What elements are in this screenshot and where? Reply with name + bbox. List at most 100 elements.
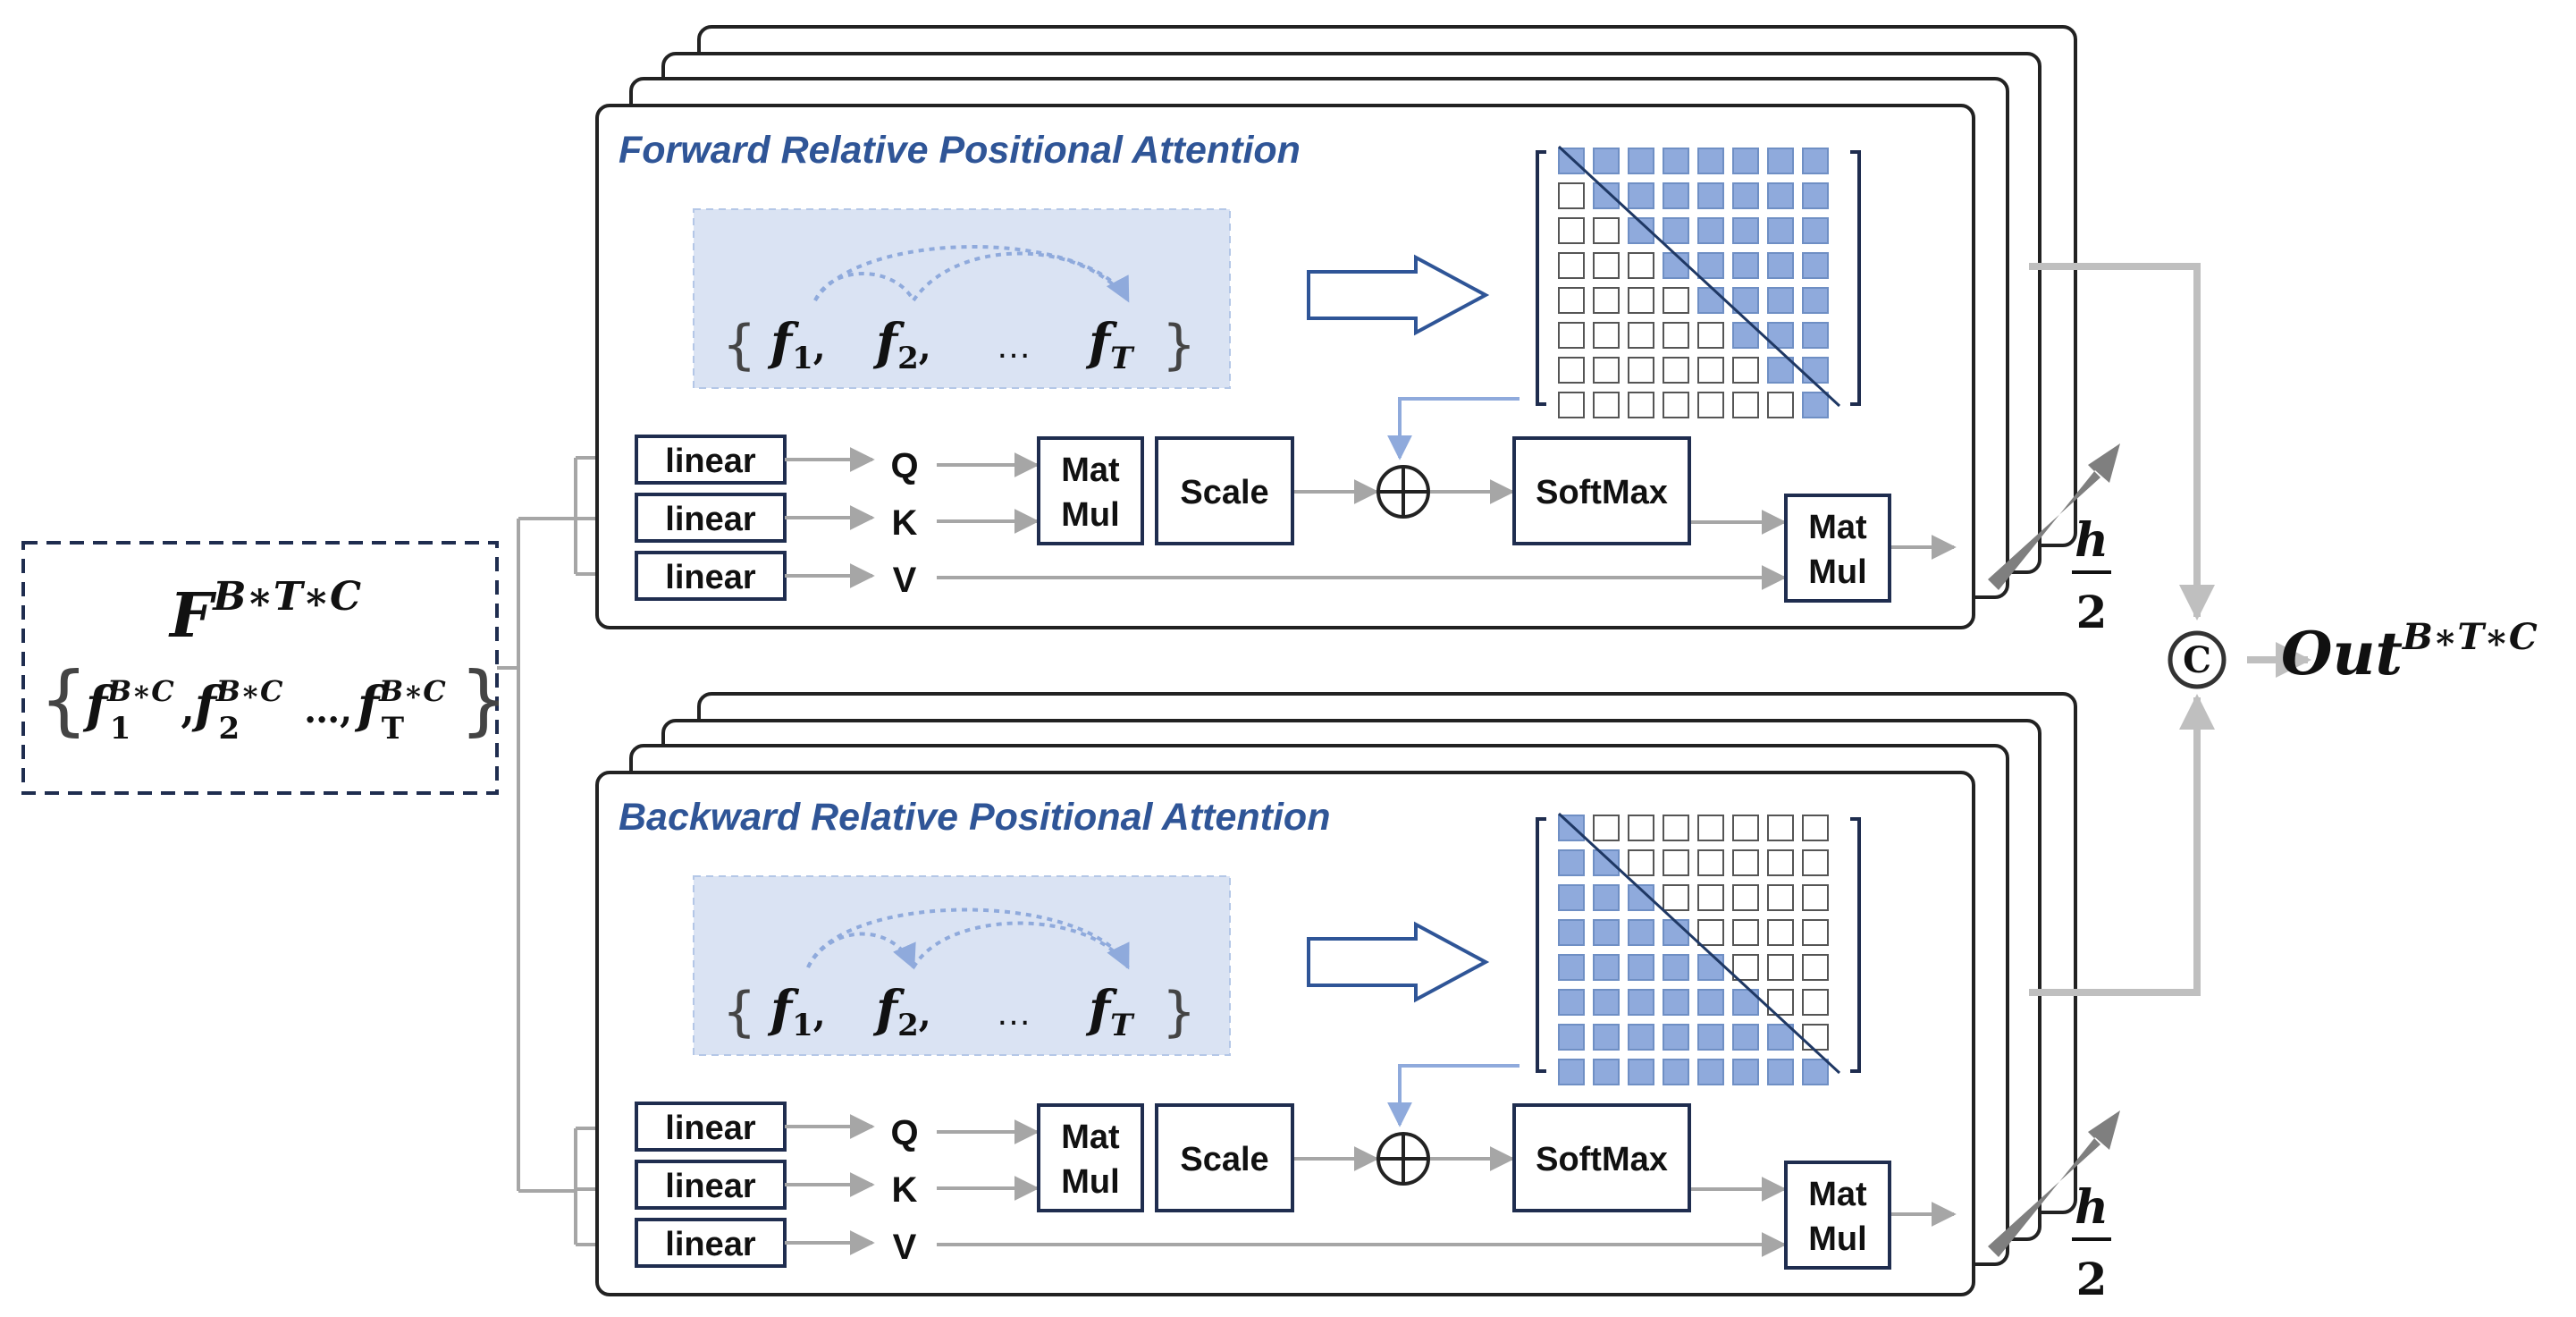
mask-cell-filled xyxy=(1558,815,1585,841)
matmul-box-2 xyxy=(1784,1161,1891,1270)
mask-cell-empty xyxy=(1767,392,1794,418)
mask-cell-filled xyxy=(1558,954,1585,981)
mask-cell-empty xyxy=(1593,287,1620,314)
mask-cell-filled xyxy=(1628,954,1654,981)
k-label: K xyxy=(892,1170,918,1210)
linear-label-q: linear xyxy=(665,1110,756,1147)
sequence-f2: f2, xyxy=(872,313,931,376)
mask-cell-empty xyxy=(1767,884,1794,911)
mask-cell-filled xyxy=(1558,148,1585,174)
mask-cell-filled xyxy=(1697,989,1724,1016)
mask-cell-empty xyxy=(1802,989,1829,1016)
v-label: V xyxy=(893,561,917,600)
mask-cell-filled xyxy=(1802,322,1829,349)
svg-text:h: h xyxy=(2075,1180,2109,1235)
mask-cell-filled xyxy=(1593,1059,1620,1085)
mask-cell-filled xyxy=(1697,252,1724,279)
mask-cell-empty xyxy=(1802,1024,1829,1051)
v-label: V xyxy=(893,1228,917,1267)
heads-fraction: h 2 xyxy=(2072,513,2111,638)
sequence-ellipsis: … xyxy=(996,993,1031,1033)
mask-cell-filled xyxy=(1732,148,1759,174)
mask-cell-filled xyxy=(1732,1024,1759,1051)
mask-cell-filled xyxy=(1732,287,1759,314)
mask-cell-filled xyxy=(1663,954,1689,981)
mask-cell-empty xyxy=(1732,884,1759,911)
linear-label-v: linear xyxy=(665,559,756,596)
mask-cell-empty xyxy=(1697,392,1724,418)
matmul2-line1: Mat xyxy=(1808,509,1867,546)
matmul1-line1: Mat xyxy=(1061,452,1120,489)
k-label: K xyxy=(892,503,918,543)
mask-cell-empty xyxy=(1802,815,1829,841)
concat-icon: C xyxy=(2168,630,2227,689)
scale-label: Scale xyxy=(1180,474,1268,511)
matmul-box-2 xyxy=(1784,494,1891,603)
mask-cell-filled xyxy=(1628,182,1654,209)
mask-cell-filled xyxy=(1802,392,1829,418)
heads-stack-arrow xyxy=(1988,1110,2120,1257)
mask-cell-filled xyxy=(1732,182,1759,209)
mask-matrix xyxy=(1536,145,1861,418)
mask-cell-filled xyxy=(1767,357,1794,384)
mask-cell-filled xyxy=(1628,1024,1654,1051)
softmax-box xyxy=(1512,1103,1691,1212)
mask-cell-empty xyxy=(1802,919,1829,946)
mask-cell-empty xyxy=(1697,815,1724,841)
heads-fraction: h 2 xyxy=(2072,1180,2111,1305)
mask-cell-empty xyxy=(1663,287,1689,314)
mask-cell-empty xyxy=(1593,252,1620,279)
hollow-right-arrow xyxy=(1307,254,1490,336)
mask-cell-filled xyxy=(1663,182,1689,209)
mask-cell-empty xyxy=(1697,322,1724,349)
mask-cell-filled xyxy=(1697,217,1724,244)
block-title: Forward Relative Positional Attention xyxy=(619,129,1301,172)
mask-cell-empty xyxy=(1802,954,1829,981)
sequence-ellipsis: … xyxy=(996,326,1031,366)
matmul1-line2: Mul xyxy=(1061,1163,1119,1201)
sequence-panel xyxy=(693,875,1231,1056)
scale-label: Scale xyxy=(1180,1141,1268,1178)
matmul1-line2: Mul xyxy=(1061,496,1119,534)
mask-cell-empty xyxy=(1732,954,1759,981)
linear-label-k: linear xyxy=(665,501,756,538)
mask-cell-empty xyxy=(1732,919,1759,946)
sequence-panel xyxy=(693,208,1231,389)
mask-cell-empty xyxy=(1663,357,1689,384)
softmax-box xyxy=(1512,436,1691,545)
mask-cell-empty xyxy=(1593,322,1620,349)
heads-stack-arrow xyxy=(1988,443,2120,590)
mask-cell-filled xyxy=(1593,849,1620,876)
mask-cell-filled xyxy=(1558,919,1585,946)
mask-cell-empty xyxy=(1697,884,1724,911)
mask-cell-filled xyxy=(1593,182,1620,209)
mask-cell-empty xyxy=(1558,392,1585,418)
mask-cell-filled xyxy=(1593,884,1620,911)
mask-cell-filled xyxy=(1593,148,1620,174)
sequence-right-brace: } xyxy=(1162,314,1196,376)
mask-cells xyxy=(1558,815,1829,1085)
mask-cell-empty xyxy=(1628,287,1654,314)
mask-cell-filled xyxy=(1663,1024,1689,1051)
mask-matrix xyxy=(1536,812,1861,1085)
mask-cell-filled xyxy=(1558,1059,1585,1085)
linear-label-k: linear xyxy=(665,1168,756,1205)
mask-cell-filled xyxy=(1732,252,1759,279)
mask-cell-filled xyxy=(1628,148,1654,174)
mask-cell-empty xyxy=(1802,849,1829,876)
mask-cell-filled xyxy=(1802,287,1829,314)
mask-cell-empty xyxy=(1558,252,1585,279)
add-operator-icon xyxy=(1376,465,1430,519)
mask-cell-filled xyxy=(1767,1024,1794,1051)
matmul1-line1: Mat xyxy=(1061,1119,1120,1156)
mask-cell-empty xyxy=(1663,392,1689,418)
mask-cell-filled xyxy=(1767,322,1794,349)
input-dashed-box xyxy=(21,541,499,795)
svg-text:2: 2 xyxy=(2076,1253,2108,1305)
mask-cell-empty xyxy=(1558,357,1585,384)
mask-cell-filled xyxy=(1802,182,1829,209)
sequence-right-brace: } xyxy=(1162,981,1196,1043)
mask-cell-empty xyxy=(1663,322,1689,349)
sequence-f1: f1, xyxy=(767,980,826,1043)
